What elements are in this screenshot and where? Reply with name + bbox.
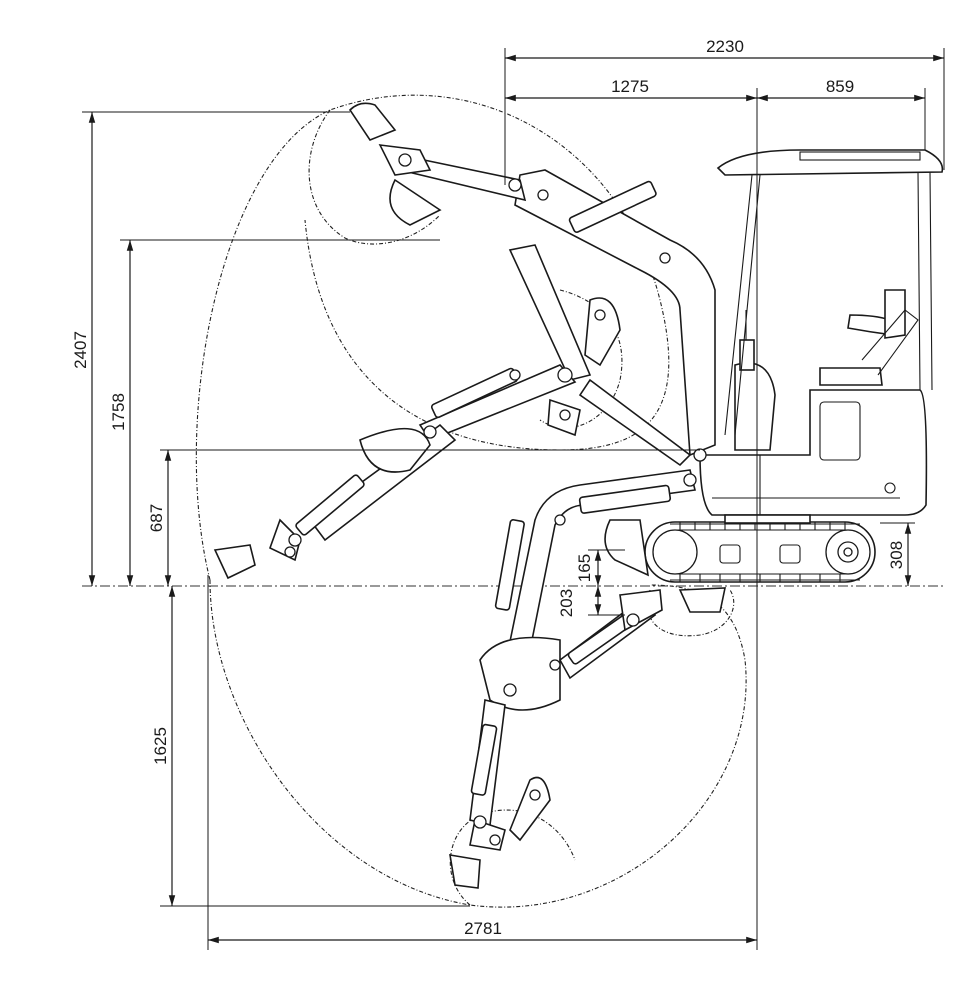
excavator-machine — [604, 149, 944, 583]
arm-position-max-height — [348, 102, 716, 462]
canopy — [716, 149, 944, 436]
arm-position-low — [449, 469, 726, 889]
operator-seat — [819, 367, 883, 386]
label-center-to-rear: 859 — [826, 77, 854, 96]
label-front-to-center: 1275 — [611, 77, 649, 96]
height-dimensions — [82, 111, 700, 586]
label-max-reach: 2781 — [464, 919, 502, 938]
label-max-dig-height: 2407 — [71, 331, 90, 369]
label-height-687: 687 — [147, 504, 166, 532]
label-track-height: 308 — [887, 541, 906, 569]
track-assembly — [644, 521, 876, 583]
upper-body — [699, 389, 928, 516]
dozer-blade — [604, 519, 650, 577]
blade-dimensions — [588, 522, 915, 616]
arm-position-mid — [213, 244, 692, 580]
depth-dimensions — [160, 575, 757, 950]
label-max-dig-depth: 1625 — [151, 727, 170, 765]
label-overall-width: 2230 — [706, 37, 744, 56]
label-max-dump-height: 1758 — [109, 393, 128, 431]
label-blade-depth: 203 — [557, 589, 576, 617]
top-dimensions — [504, 48, 945, 950]
label-blade-lift: 165 — [575, 554, 594, 582]
